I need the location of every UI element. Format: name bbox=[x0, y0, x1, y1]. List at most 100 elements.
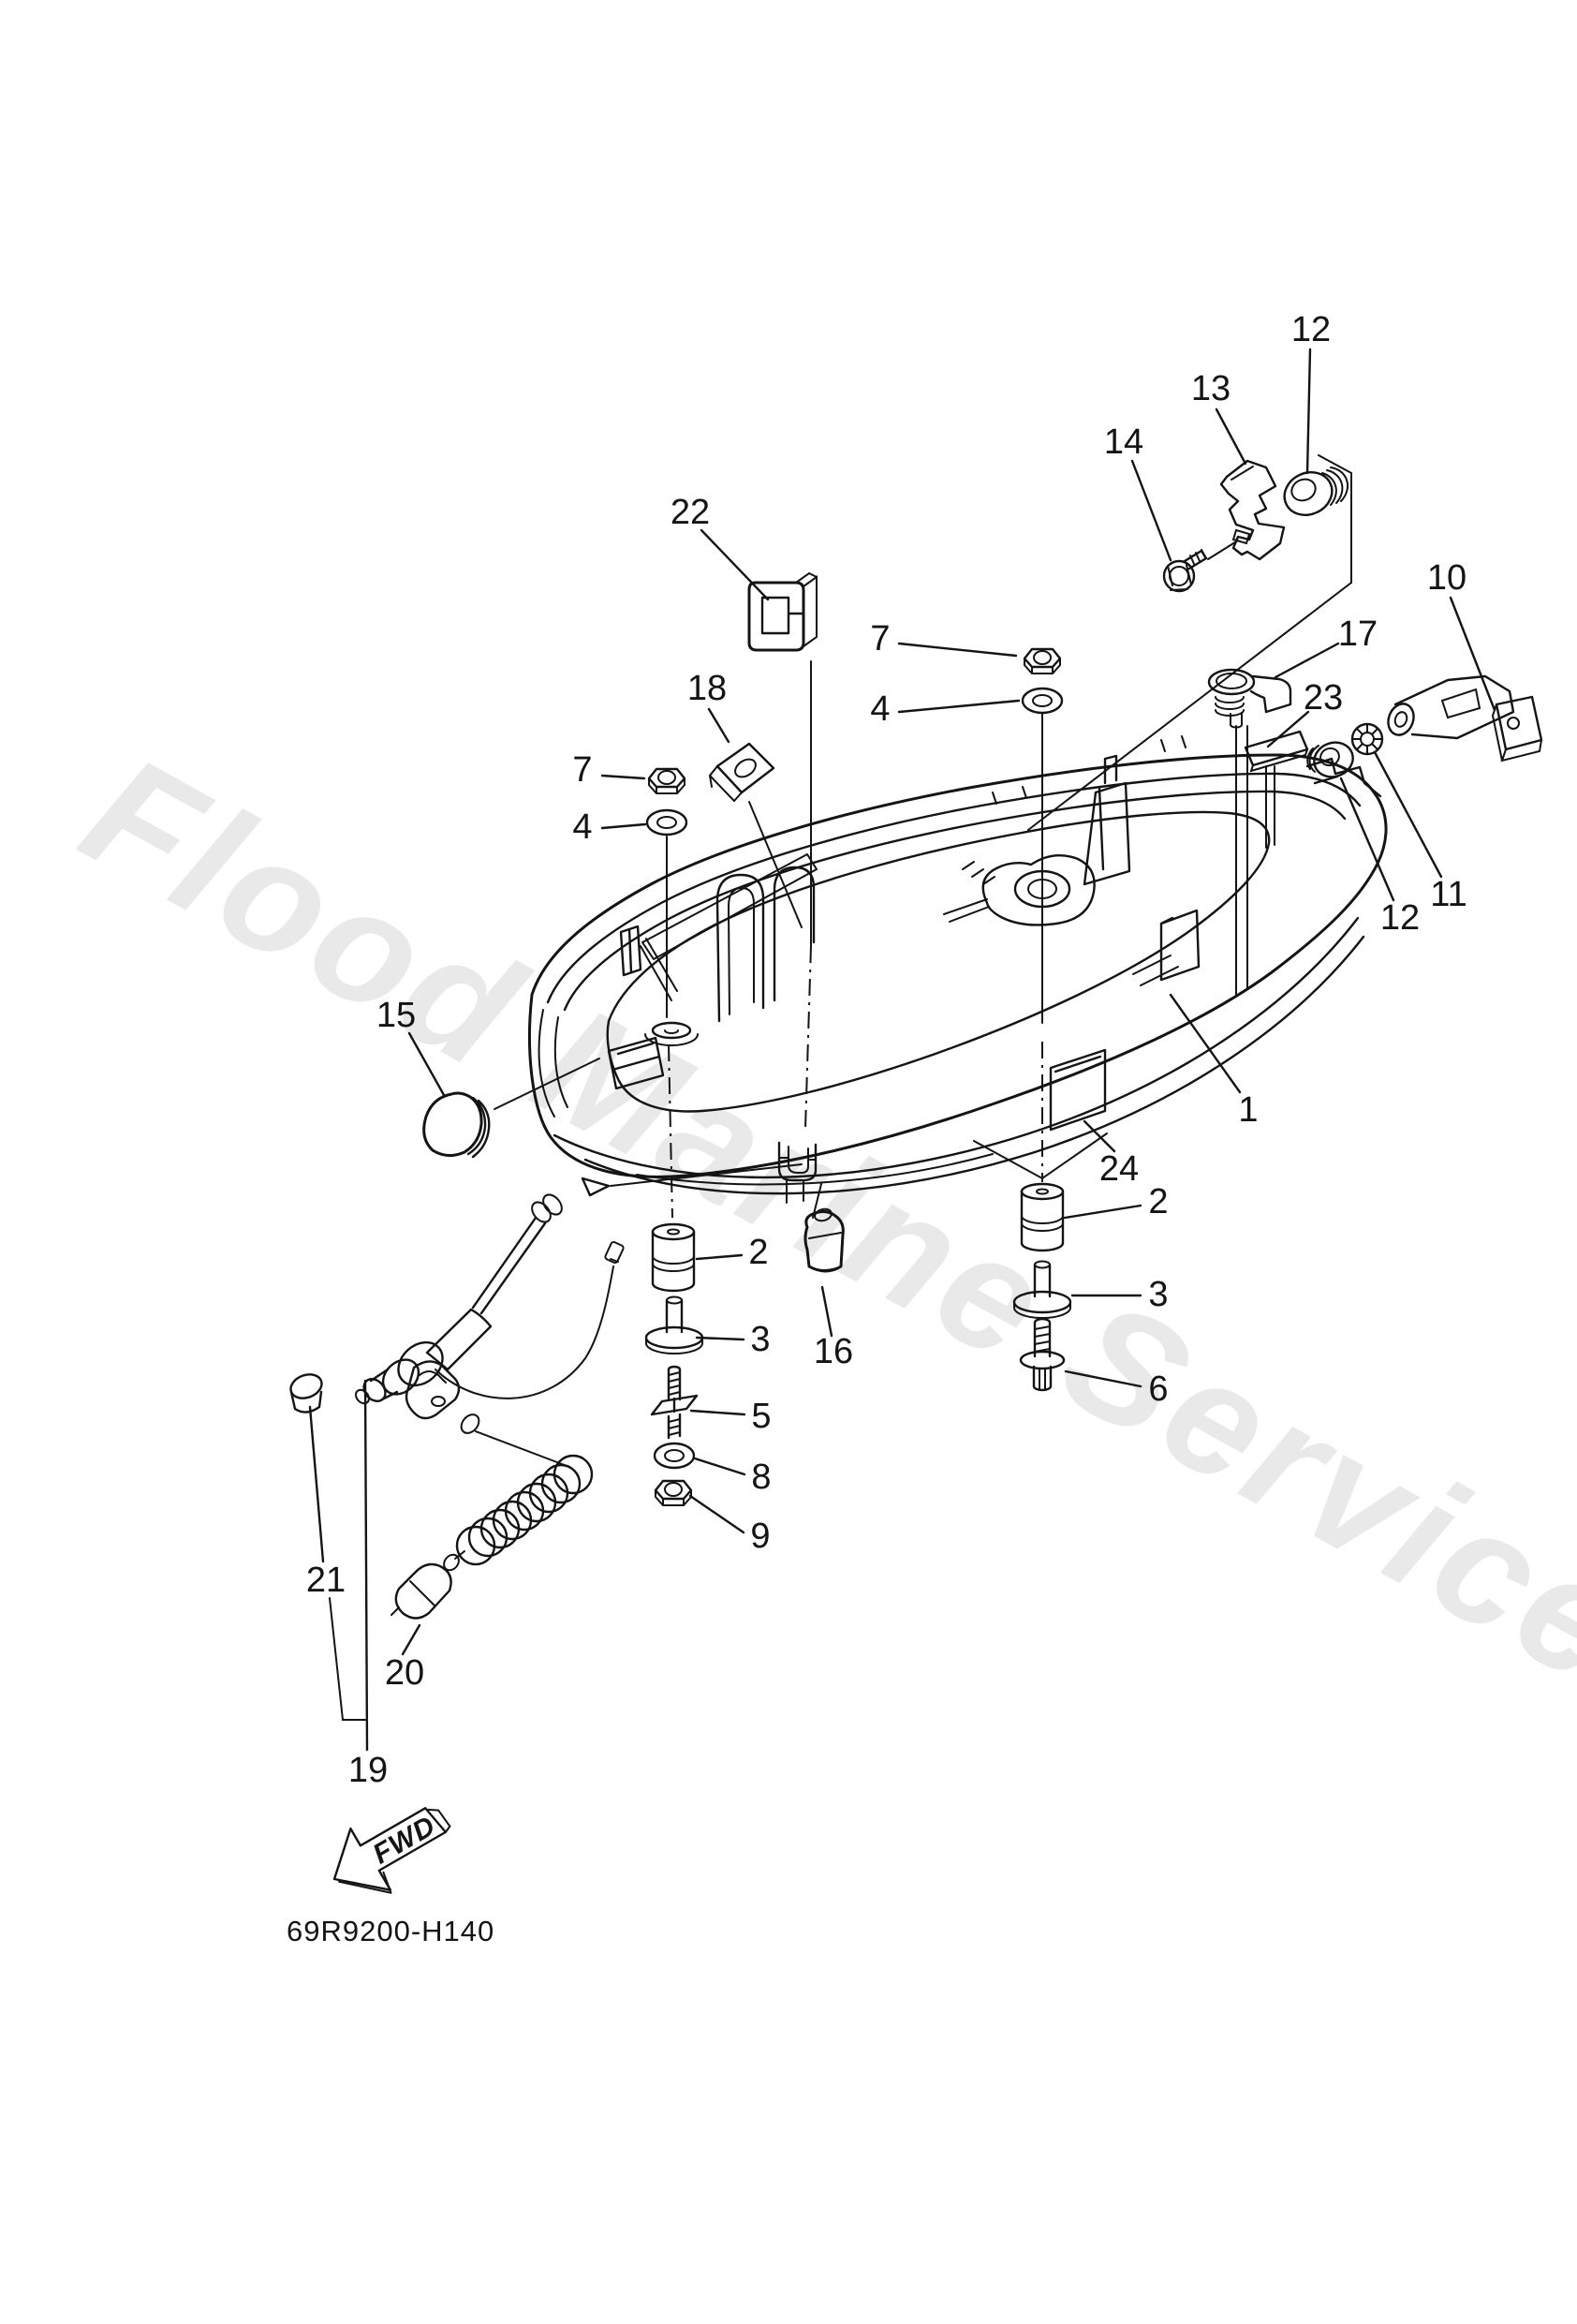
callout-14: 14 bbox=[1104, 422, 1143, 462]
callout-4: 4 bbox=[572, 807, 592, 847]
left-boss-arcs bbox=[644, 1029, 699, 1046]
wall-sweep-2 bbox=[583, 935, 1365, 1195]
callout-4: 4 bbox=[870, 689, 890, 729]
hook-latch-17 bbox=[1207, 668, 1292, 729]
bolt-6 bbox=[1019, 1317, 1066, 1392]
callout-leader-5 bbox=[689, 1409, 746, 1416]
callout-2: 2 bbox=[748, 1233, 768, 1272]
callout-1: 1 bbox=[1238, 1090, 1258, 1130]
front-clip-slot bbox=[607, 1036, 665, 1090]
callout-leader-4 bbox=[600, 822, 647, 830]
callout-leader-16 bbox=[820, 1285, 833, 1338]
stud-5 bbox=[650, 1365, 699, 1440]
callout-2: 2 bbox=[1148, 1182, 1168, 1221]
callout-9: 9 bbox=[750, 1517, 770, 1556]
fwd-arrow: FWD bbox=[332, 1807, 451, 1894]
rim-nubs bbox=[992, 735, 1186, 805]
washer-4-left bbox=[645, 808, 688, 836]
callout-leader-24 bbox=[1083, 1119, 1116, 1153]
bolt14-engage-line bbox=[1207, 540, 1239, 560]
plate-rails bbox=[1265, 765, 1275, 849]
callout-leader-12 bbox=[1339, 777, 1395, 902]
keyhole-notch-outer bbox=[777, 1141, 818, 1182]
callout-leader-7 bbox=[897, 642, 1018, 658]
nut-9 bbox=[654, 1479, 693, 1507]
callout-leader-22 bbox=[700, 528, 770, 601]
cowling-outer-silhouette bbox=[528, 753, 1388, 1178]
callout-24: 24 bbox=[1099, 1149, 1139, 1189]
callout-leader-7 bbox=[600, 774, 646, 780]
left-column-dash bbox=[668, 1044, 673, 1219]
subassembly-corner-line bbox=[1027, 454, 1352, 831]
cap15-mount-line bbox=[494, 1058, 600, 1110]
callout-leader-17 bbox=[1274, 642, 1340, 679]
callout-7: 7 bbox=[572, 750, 592, 790]
callout-leader-2 bbox=[695, 1253, 744, 1261]
callout-16: 16 bbox=[814, 1332, 853, 1371]
callout-19: 19 bbox=[348, 1751, 388, 1790]
callout-leader-19 bbox=[363, 1379, 369, 1752]
callout-leader-6 bbox=[1064, 1369, 1142, 1388]
callout-leader-4 bbox=[897, 699, 1021, 714]
hub-comb-ticks bbox=[943, 861, 995, 923]
bottom-cowling-part bbox=[528, 735, 1388, 1204]
rubber-mount-2-left bbox=[651, 1222, 696, 1293]
callout-3: 3 bbox=[750, 1320, 770, 1359]
callout-23: 23 bbox=[1304, 678, 1343, 718]
callout-3: 3 bbox=[1148, 1275, 1168, 1314]
callout-leader-20 bbox=[401, 1623, 421, 1656]
back-panel bbox=[641, 853, 818, 960]
rubber-cap-15 bbox=[422, 1091, 491, 1159]
stop-switch-assembly-19 bbox=[355, 1177, 625, 1405]
star-washer-11 bbox=[1350, 722, 1384, 756]
callout-leader-1 bbox=[1169, 993, 1242, 1094]
floor-tab bbox=[619, 925, 642, 977]
callout-leader-14 bbox=[1130, 459, 1172, 562]
switch-cap-21 bbox=[289, 1373, 323, 1414]
callout-leader-2 bbox=[1063, 1204, 1142, 1220]
callout-10: 10 bbox=[1427, 558, 1466, 598]
label-bracket-line bbox=[329, 1597, 368, 1721]
callout-leader-8 bbox=[693, 1457, 746, 1476]
callout-20: 20 bbox=[385, 1653, 424, 1693]
clip22-axis-dash bbox=[804, 945, 812, 1130]
callout-12: 12 bbox=[1291, 310, 1331, 349]
cowling-floor-ring bbox=[606, 810, 1271, 1113]
callout-21: 21 bbox=[306, 1561, 346, 1600]
bracket-13 bbox=[1219, 459, 1286, 561]
callout-leader-18 bbox=[707, 707, 730, 744]
callout-22: 22 bbox=[671, 493, 710, 532]
decal-recess bbox=[1049, 1048, 1107, 1132]
arch-tower-inner bbox=[727, 886, 755, 1015]
washer-4-right bbox=[1021, 687, 1064, 715]
link-bracket-10 bbox=[1387, 674, 1543, 762]
watermark: Flood Marine Services bbox=[56, 720, 1577, 1764]
callout-leader-21 bbox=[308, 1405, 325, 1563]
callout-leader-12 bbox=[1305, 348, 1312, 475]
arch-tower-2 bbox=[773, 866, 816, 1002]
washer-8 bbox=[653, 1442, 696, 1470]
nut-7-right bbox=[1023, 647, 1062, 675]
left-boss bbox=[651, 1021, 692, 1040]
callout-11: 11 bbox=[1430, 875, 1466, 914]
rim-band-line-1 bbox=[546, 772, 1362, 1004]
steering-hub-boss bbox=[981, 853, 1096, 926]
collar-3-left bbox=[644, 1295, 704, 1355]
arch-tower-outer bbox=[715, 873, 765, 1023]
wall-v-lines bbox=[973, 1132, 1108, 1180]
keyhole-notch-inner bbox=[778, 1146, 817, 1204]
plate-23 bbox=[1244, 730, 1309, 773]
callout-18: 18 bbox=[687, 669, 727, 708]
callout-6: 6 bbox=[1148, 1369, 1168, 1409]
wall-sweep-3 bbox=[636, 1153, 994, 1186]
callout-12: 12 bbox=[1380, 898, 1420, 938]
callout-7: 7 bbox=[870, 619, 890, 659]
retainer-clip-18 bbox=[708, 742, 775, 803]
latch-block bbox=[1159, 909, 1201, 982]
wall-sweep-1 bbox=[553, 916, 1360, 1179]
grommet-12-top bbox=[1283, 466, 1349, 516]
wedge-tower bbox=[1083, 781, 1131, 886]
callout-17: 17 bbox=[1338, 614, 1378, 654]
